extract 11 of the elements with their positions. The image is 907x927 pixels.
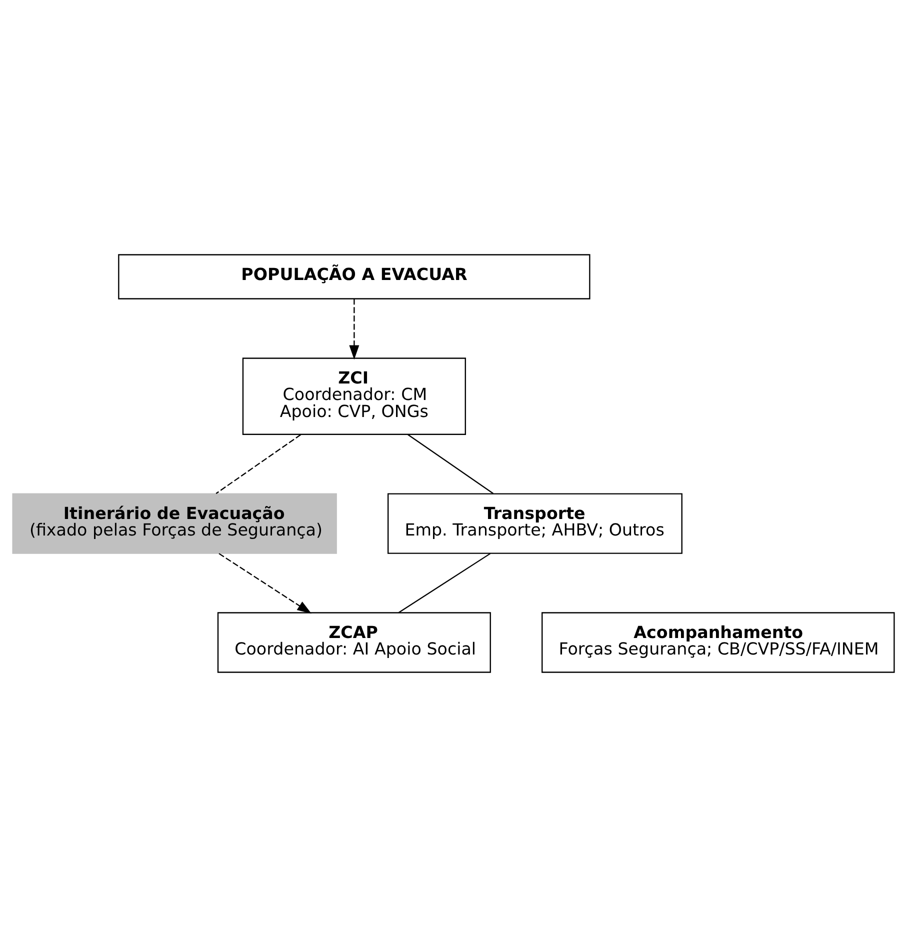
- node-box: Acompanhamento Forças Segurança; CB/CVP/SS/FA/INEM: [542, 612, 895, 673]
- node-box: ZCAP Coordenador: AI Apoio Social: [217, 612, 491, 673]
- node-box: ZCI Coordenador: CM Apoio: CVP, ONGs: [242, 358, 466, 435]
- node-box: Transporte Emp. Transporte; AHBV; Outros: [387, 493, 682, 554]
- arrow: [349, 298, 360, 360]
- arrow: [218, 553, 312, 614]
- connector: [216, 434, 302, 494]
- connector: [408, 434, 494, 494]
- connector: [398, 553, 491, 614]
- node-box: Itinerário de Evacuação (fixado pelas Forças de Segurança): [12, 493, 337, 554]
- node-box: POPULAÇÃO A EVACUAR: [118, 254, 590, 300]
